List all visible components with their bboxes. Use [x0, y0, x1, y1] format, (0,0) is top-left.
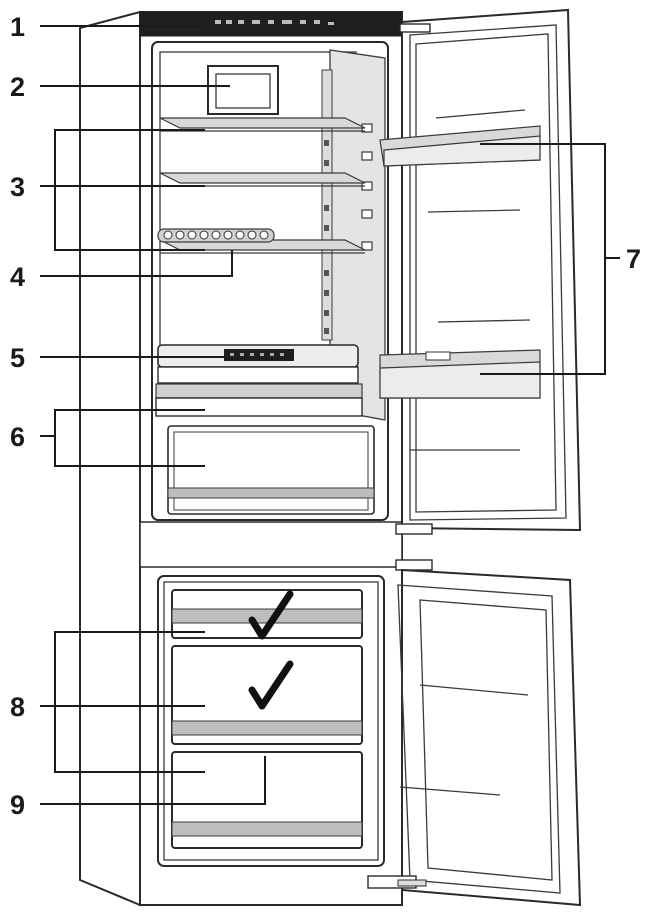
- callout-6: 6: [10, 422, 25, 452]
- fridge-compartment: [151, 41, 389, 521]
- bottle-rack: [157, 228, 275, 243]
- fridge-door-panel: [401, 8, 582, 532]
- callout-2: 2: [10, 72, 25, 102]
- callout-4: 4: [10, 262, 25, 292]
- fridge-door: [379, 8, 582, 571]
- freezer-interior-border: [157, 575, 385, 867]
- glass-shelf-1: [159, 117, 366, 129]
- check-mark-icon: [248, 590, 294, 640]
- freezer-compartment: [157, 575, 385, 867]
- check-mark-icon: [248, 660, 294, 710]
- leader-lines: [40, 25, 620, 805]
- callout-7: 7: [626, 244, 641, 274]
- freezer-drawer-3: [171, 751, 363, 849]
- callout-5: 5: [10, 343, 25, 373]
- interior-light-unit: [207, 65, 279, 115]
- glass-shelf-2: [159, 172, 366, 184]
- callout-9: 9: [10, 790, 25, 820]
- fridge-interior-border: [151, 41, 389, 521]
- callout-8: 8: [10, 692, 25, 722]
- callout-1: 1: [10, 12, 25, 42]
- freezer-door: [367, 568, 582, 907]
- callout-3: 3: [10, 172, 25, 202]
- freezer-door-panel: [401, 568, 582, 907]
- callout-labels: 1 2 3 4 5 6 7 8 9: [10, 12, 641, 820]
- freezer-drawer-1: [171, 589, 363, 639]
- control-panel-buttons: [215, 20, 334, 25]
- crisper-drawers: [155, 383, 375, 515]
- door-balcony-lower: [379, 349, 541, 399]
- control-shelf: [157, 344, 359, 384]
